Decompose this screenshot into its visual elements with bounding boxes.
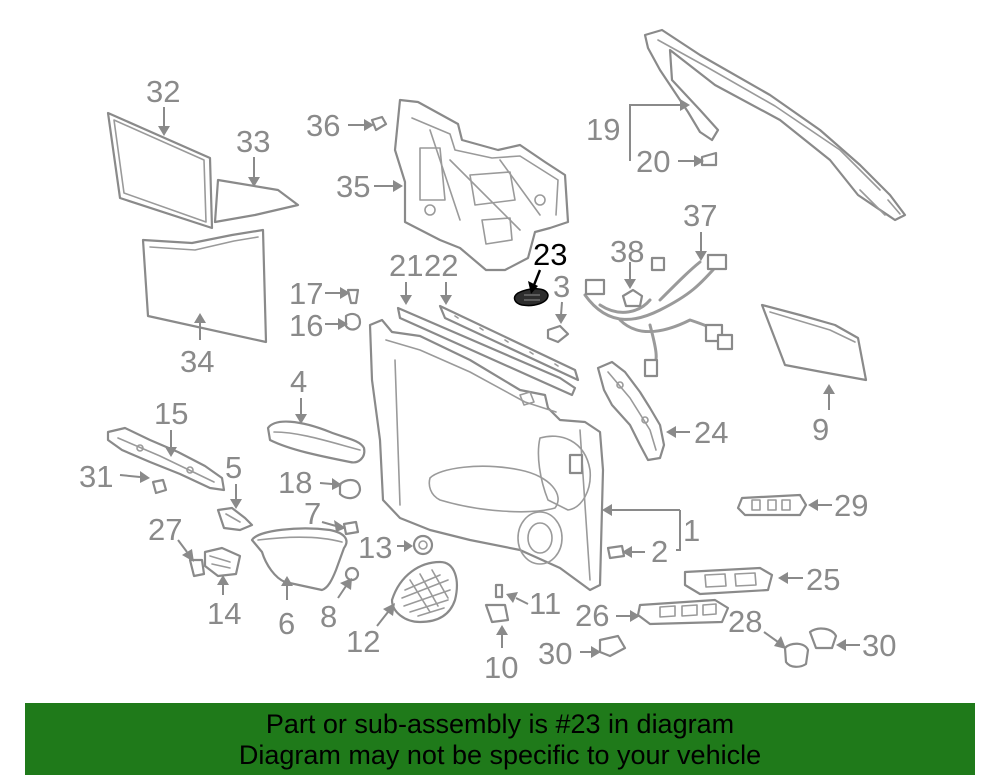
callout-19: 19 (586, 112, 620, 147)
callout-38: 38 (610, 234, 644, 269)
part-14-bracket (203, 546, 242, 578)
part-10-bracket (484, 603, 510, 624)
callout-22: 22 (424, 248, 458, 283)
callout-36: 36 (306, 108, 340, 143)
part-12-speaker-grille (390, 560, 458, 624)
part-16-clip (344, 312, 362, 331)
callout-15: 15 (154, 396, 188, 431)
part-11-clip (494, 583, 504, 599)
callout-34: 34 (180, 344, 214, 379)
callout-17: 17 (289, 276, 323, 311)
banner-line-2: Diagram may not be specific to your vehi… (238, 740, 762, 770)
part-6-storage-pocket (250, 527, 348, 592)
part-2-screw (606, 544, 626, 560)
part-23-highlighted (513, 288, 549, 307)
part-3-clip (546, 324, 570, 344)
part-17-clip (346, 288, 360, 305)
parts-diagram: 32 33 34 36 35 19 20 (79, 28, 907, 685)
callout-31: 31 (79, 459, 113, 494)
part-29-switch (736, 493, 808, 517)
callout-30-right: 30 (862, 628, 896, 663)
disclaimer-banner: Part or sub-assembly is #23 in diagram D… (25, 703, 975, 775)
callout-32: 32 (146, 74, 180, 109)
part-20-screw (700, 151, 718, 167)
part-19-window-run-channel (643, 28, 907, 222)
callout-28: 28 (728, 604, 762, 639)
part-35-door-module (393, 98, 570, 272)
part-34-panel (141, 228, 268, 344)
part-21-belt-molding (396, 306, 577, 397)
callout-21: 21 (389, 248, 423, 283)
callout-13: 13 (358, 530, 392, 565)
part-28-knob (783, 642, 810, 668)
callout-25: 25 (806, 562, 840, 597)
part-24-bracket (596, 360, 666, 462)
callout-16: 16 (289, 308, 323, 343)
callout-37: 37 (683, 198, 717, 233)
part-8-clip (344, 566, 360, 582)
callout-11: 11 (529, 586, 561, 621)
part-37-wiring-harness (583, 253, 734, 378)
part-26-switch-panel (636, 598, 730, 626)
part-13-grommet (412, 534, 434, 556)
part-25-switch-bezel (683, 566, 774, 596)
part-30-knob-left (598, 634, 627, 658)
part-9-panel (760, 303, 868, 382)
callout-30-left: 30 (538, 636, 572, 671)
part-5-bracket (216, 506, 254, 532)
callout-8: 8 (320, 599, 337, 634)
callout-27: 27 (148, 512, 182, 547)
callout-20: 20 (636, 144, 670, 179)
part-32-panel (106, 111, 214, 230)
part-15-reinforcement (106, 426, 226, 492)
banner-line-1: Part or sub-assembly is #23 in diagram (265, 709, 735, 739)
callout-12: 12 (346, 624, 380, 659)
callout-29: 29 (834, 488, 868, 523)
callout-24: 24 (694, 415, 728, 450)
part-30-knob-right (808, 627, 838, 650)
callout-9: 9 (812, 412, 829, 447)
callout-1: 1 (683, 513, 700, 548)
part-31-fastener (151, 478, 168, 495)
part-38-connector (621, 288, 644, 308)
callout-10: 10 (484, 650, 518, 685)
part-18-plug (338, 478, 362, 500)
part-22-belt-seal (438, 304, 580, 382)
callout-2: 2 (651, 534, 668, 569)
callout-4: 4 (290, 364, 307, 399)
callout-33: 33 (236, 124, 270, 159)
callout-35: 35 (336, 169, 370, 204)
callout-18: 18 (278, 465, 312, 500)
part-36-clip (370, 115, 388, 132)
part-1-door-trim-panel (368, 318, 605, 592)
part-7-screw (342, 520, 360, 536)
callout-26: 26 (575, 598, 609, 633)
part-27-clip (188, 558, 206, 578)
callout-6: 6 (278, 606, 295, 641)
callout-7: 7 (304, 496, 321, 531)
part-33-corner-trim (213, 178, 300, 224)
callout-3: 3 (553, 269, 570, 304)
callout-14: 14 (207, 596, 241, 631)
part-4-armrest (266, 420, 366, 464)
callout-5: 5 (225, 450, 242, 485)
callout-23: 23 (533, 237, 567, 272)
